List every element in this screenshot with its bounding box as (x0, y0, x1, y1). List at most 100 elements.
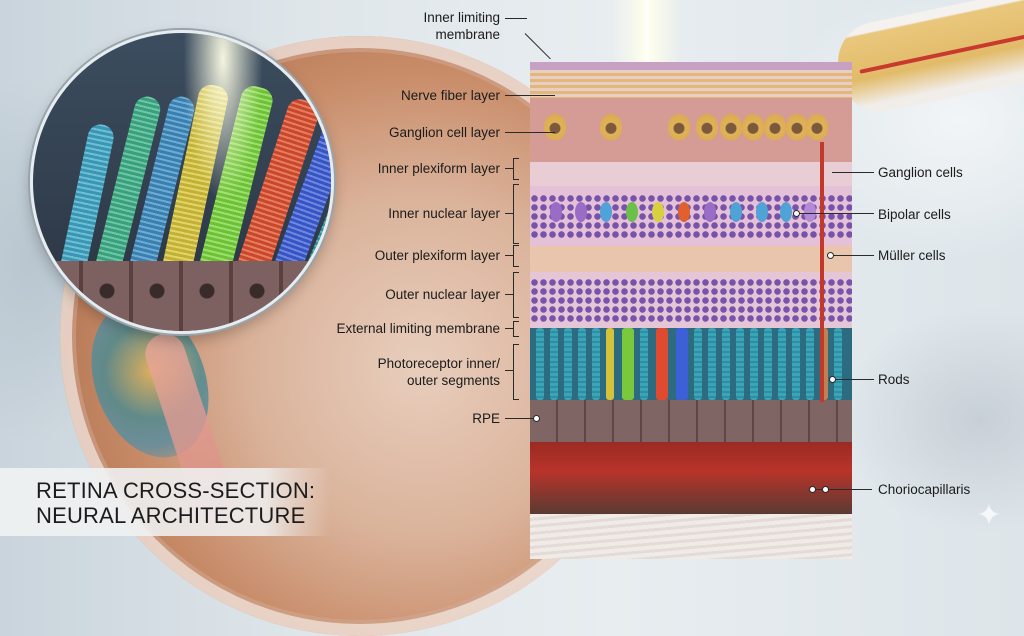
bipolar-cell (652, 202, 664, 222)
rod (592, 328, 600, 400)
title-band (0, 468, 330, 536)
label-ganglion-cell-layer: Ganglion cell layer (388, 125, 500, 140)
layer-bracket (513, 245, 519, 267)
title-line-2: NEURAL ARCHITECTURE (36, 503, 306, 528)
label-photoreceptor-segments: Photoreceptor inner/ outer segments (340, 355, 500, 389)
layer-inner-plexiform (530, 162, 852, 186)
bipolar-cell (575, 202, 587, 222)
layer-nerve-fiber (530, 70, 852, 98)
leader-line (832, 379, 874, 380)
bipolar-cell (804, 202, 816, 222)
layer-outer-plexiform (530, 246, 852, 272)
leader-line (505, 255, 513, 256)
bipolar-cell (626, 202, 638, 222)
leader-line (830, 255, 874, 256)
bipolar-cell (550, 202, 562, 222)
leader-dot (533, 415, 540, 422)
layer-bracket (513, 184, 519, 244)
photoreceptor-magnifier-inset (30, 30, 334, 334)
leader-dot (809, 486, 816, 493)
label-line: outer segments (406, 373, 500, 388)
leader-line (796, 213, 874, 214)
rod (806, 328, 814, 400)
bipolar-cell (756, 202, 768, 222)
diagram-title: RETINA CROSS-SECTION: NEURAL ARCHITECTUR… (36, 478, 315, 528)
cone-yellow (606, 328, 614, 400)
label-line: Inner limiting (423, 10, 500, 25)
rod (564, 328, 572, 400)
leader-line (505, 213, 513, 214)
retina-cross-section-block (530, 62, 852, 559)
muller-cell (820, 142, 824, 402)
rod (722, 328, 730, 400)
label-rods: Rods (878, 372, 910, 387)
leader-line (505, 328, 513, 329)
rod (578, 328, 586, 400)
layer-rpe (530, 400, 852, 442)
leader-line (505, 370, 513, 371)
leader-dot (829, 376, 836, 383)
label-bipolar-cells: Bipolar cells (878, 207, 951, 222)
layer-inner-limiting-membrane (530, 62, 852, 70)
outer-nuclear-nuclei (530, 278, 852, 322)
ganglion-cell (720, 114, 742, 140)
layer-bracket (513, 344, 519, 400)
cone-blue (676, 328, 688, 400)
label-muller-cells: Müller cells (878, 248, 946, 263)
rod (834, 328, 842, 400)
leader-dot (793, 210, 800, 217)
cone-red (656, 328, 668, 400)
leader-dot (827, 252, 834, 259)
layer-bracket (513, 272, 519, 318)
label-inner-plexiform-layer: Inner plexiform layer (377, 161, 500, 176)
rod (736, 328, 744, 400)
label-nerve-fiber-layer: Nerve fiber layer (400, 88, 500, 103)
label-choriocapillaris: Choriocapillaris (878, 482, 971, 497)
leader-line (505, 95, 555, 96)
sparkle-icon: ✦ (976, 499, 1002, 532)
label-line: membrane (435, 27, 500, 42)
light-glow (183, 33, 263, 203)
layer-choriocapillaris (530, 442, 852, 514)
ganglion-cell (668, 114, 690, 140)
leader-dot (822, 486, 829, 493)
label-ganglion-cells: Ganglion cells (878, 165, 963, 180)
rod (792, 328, 800, 400)
layer-bracket (513, 158, 519, 180)
leader-line (505, 418, 535, 419)
label-external-limiting-membrane: External limiting membrane (336, 321, 500, 336)
label-outer-plexiform-layer: Outer plexiform layer (374, 248, 500, 263)
rod (708, 328, 716, 400)
ganglion-cell (786, 114, 808, 140)
bipolar-cell (780, 202, 792, 222)
ganglion-cell (600, 114, 622, 140)
cone-green (622, 328, 634, 400)
label-rpe: RPE (472, 411, 500, 426)
bipolar-cell (730, 202, 742, 222)
rod (778, 328, 786, 400)
rod (550, 328, 558, 400)
leader-line (832, 172, 874, 173)
label-line: Photoreceptor inner/ (377, 356, 500, 371)
leader-line (505, 168, 513, 169)
bipolar-cell (704, 202, 716, 222)
ganglion-cell (764, 114, 786, 140)
leader-line (505, 132, 555, 133)
title-line-1: RETINA CROSS-SECTION: (36, 478, 316, 503)
leader-line (812, 489, 872, 490)
rpe-cells-inset (33, 261, 331, 331)
rod (750, 328, 758, 400)
label-outer-nuclear-layer: Outer nuclear layer (385, 287, 500, 302)
bipolar-cell (600, 202, 612, 222)
ganglion-cell (742, 114, 764, 140)
rod (536, 328, 544, 400)
layer-bracket (513, 321, 519, 337)
leader-line (505, 18, 527, 19)
rod (764, 328, 772, 400)
label-inner-nuclear-layer: Inner nuclear layer (388, 206, 500, 221)
ganglion-cell (696, 114, 718, 140)
layer-sclera (530, 514, 852, 559)
rod (694, 328, 702, 400)
ganglion-cell (806, 114, 828, 140)
ganglion-cell (544, 114, 566, 140)
